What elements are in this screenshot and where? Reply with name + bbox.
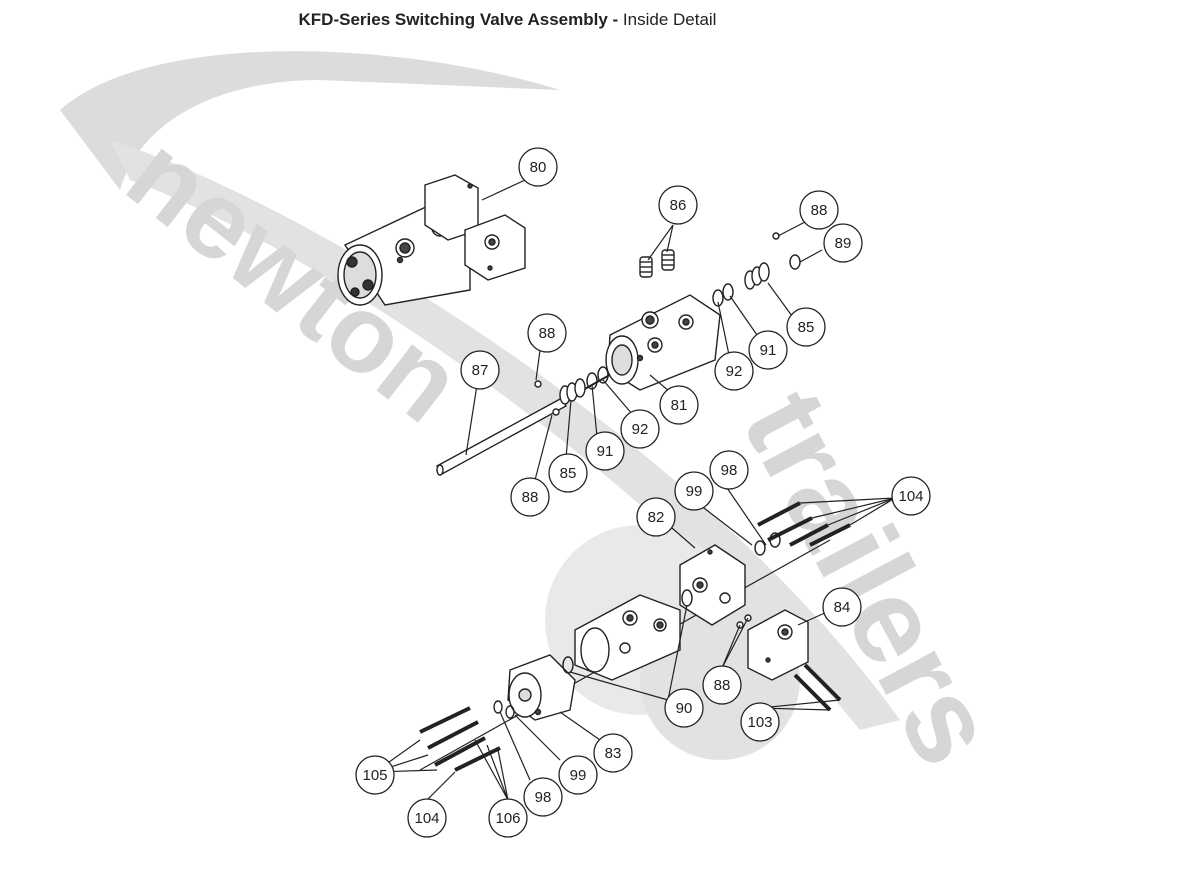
callout-104: 104	[891, 476, 931, 516]
callout-86: 86	[658, 185, 698, 225]
callout-label: 89	[835, 235, 852, 252]
leader-lines	[374, 179, 896, 801]
callout-99: 99	[674, 471, 714, 511]
callout-label: 98	[721, 462, 738, 479]
callout-circle	[658, 185, 698, 225]
callout-circle	[488, 798, 528, 838]
callout-99: 99	[558, 755, 598, 795]
callout-83: 83	[593, 733, 633, 773]
callout-label: 87	[472, 362, 489, 379]
callout-88: 88	[510, 477, 550, 517]
callout-81: 81	[659, 385, 699, 425]
callout-84: 84	[822, 587, 862, 627]
callout-85: 85	[548, 453, 588, 493]
callout-label: 88	[539, 325, 556, 342]
callouts: 80 86 88 89 88 85 87 91 92 81 92 91 85 88 98 99 104 82 84 8…	[355, 147, 931, 838]
callout-92: 92	[620, 409, 660, 449]
callout-circle	[823, 223, 863, 263]
callout-circle	[460, 350, 500, 390]
part-81-body-group	[436, 232, 801, 476]
callout-103: 103	[740, 702, 780, 742]
callout-label: 86	[670, 197, 687, 214]
callout-label: 98	[535, 789, 552, 806]
callout-circle	[674, 471, 714, 511]
callout-label: 92	[726, 363, 743, 380]
callout-label: 81	[671, 397, 688, 414]
callout-label: 84	[834, 599, 851, 616]
callout-label: 82	[648, 509, 665, 526]
callout-label: 88	[522, 489, 539, 506]
callout-circle	[702, 665, 742, 705]
callout-label: 104	[898, 488, 923, 505]
callout-circle	[510, 477, 550, 517]
callout-circle	[799, 190, 839, 230]
callout-circle	[558, 755, 598, 795]
title-bold: KFD-Series Switching Valve Assembly -	[298, 10, 619, 29]
callout-circle	[822, 587, 862, 627]
callout-label: 105	[362, 767, 387, 784]
callout-85: 85	[786, 307, 826, 347]
callout-circle	[636, 497, 676, 537]
callout-label: 88	[714, 677, 731, 694]
callout-label: 104	[414, 810, 439, 827]
callout-label: 103	[747, 714, 772, 731]
callout-circle	[709, 450, 749, 490]
callout-circle	[548, 453, 588, 493]
callout-circle	[518, 147, 558, 187]
callout-label: 99	[570, 767, 587, 784]
callout-106: 106	[488, 798, 528, 838]
callout-circle	[786, 307, 826, 347]
callout-label: 90	[676, 700, 693, 717]
callout-87: 87	[460, 350, 500, 390]
callout-label: 80	[530, 159, 547, 176]
lower-assembly-group	[419, 501, 851, 772]
callout-88: 88	[702, 665, 742, 705]
callout-label: 88	[811, 202, 828, 219]
callout-91: 91	[748, 330, 788, 370]
callout-circle	[891, 476, 931, 516]
callout-circle	[659, 385, 699, 425]
callout-82: 82	[636, 497, 676, 537]
callout-98: 98	[523, 777, 563, 817]
callout-label: 92	[632, 421, 649, 438]
title-light: Inside Detail	[622, 10, 717, 29]
callout-circle	[748, 330, 788, 370]
callout-91: 91	[585, 431, 625, 471]
callout-105: 105	[355, 755, 395, 795]
callout-90: 90	[664, 688, 704, 728]
callout-92: 92	[714, 351, 754, 391]
callout-104: 104	[407, 798, 447, 838]
callout-88: 88	[527, 313, 567, 353]
page-title: KFD-Series Switching Valve Assembly - In…	[0, 10, 1015, 30]
callout-label: 99	[686, 483, 703, 500]
callout-circle	[585, 431, 625, 471]
callout-circle	[620, 409, 660, 449]
callout-88: 88	[799, 190, 839, 230]
callout-89: 89	[823, 223, 863, 263]
callout-circle	[740, 702, 780, 742]
callout-label: 83	[605, 745, 622, 762]
callout-circle	[355, 755, 395, 795]
callout-label: 85	[560, 465, 577, 482]
callout-label: 106	[495, 810, 520, 827]
callout-circle	[714, 351, 754, 391]
callout-circle	[664, 688, 704, 728]
callout-label: 85	[798, 319, 815, 336]
callout-label: 91	[760, 342, 777, 359]
callout-circle	[407, 798, 447, 838]
callout-circle	[523, 777, 563, 817]
callout-80: 80	[518, 147, 558, 187]
callout-circle	[593, 733, 633, 773]
callout-circle	[527, 313, 567, 353]
callout-98: 98	[709, 450, 749, 490]
callout-label: 91	[597, 443, 614, 460]
part-80-assembly	[337, 174, 526, 306]
